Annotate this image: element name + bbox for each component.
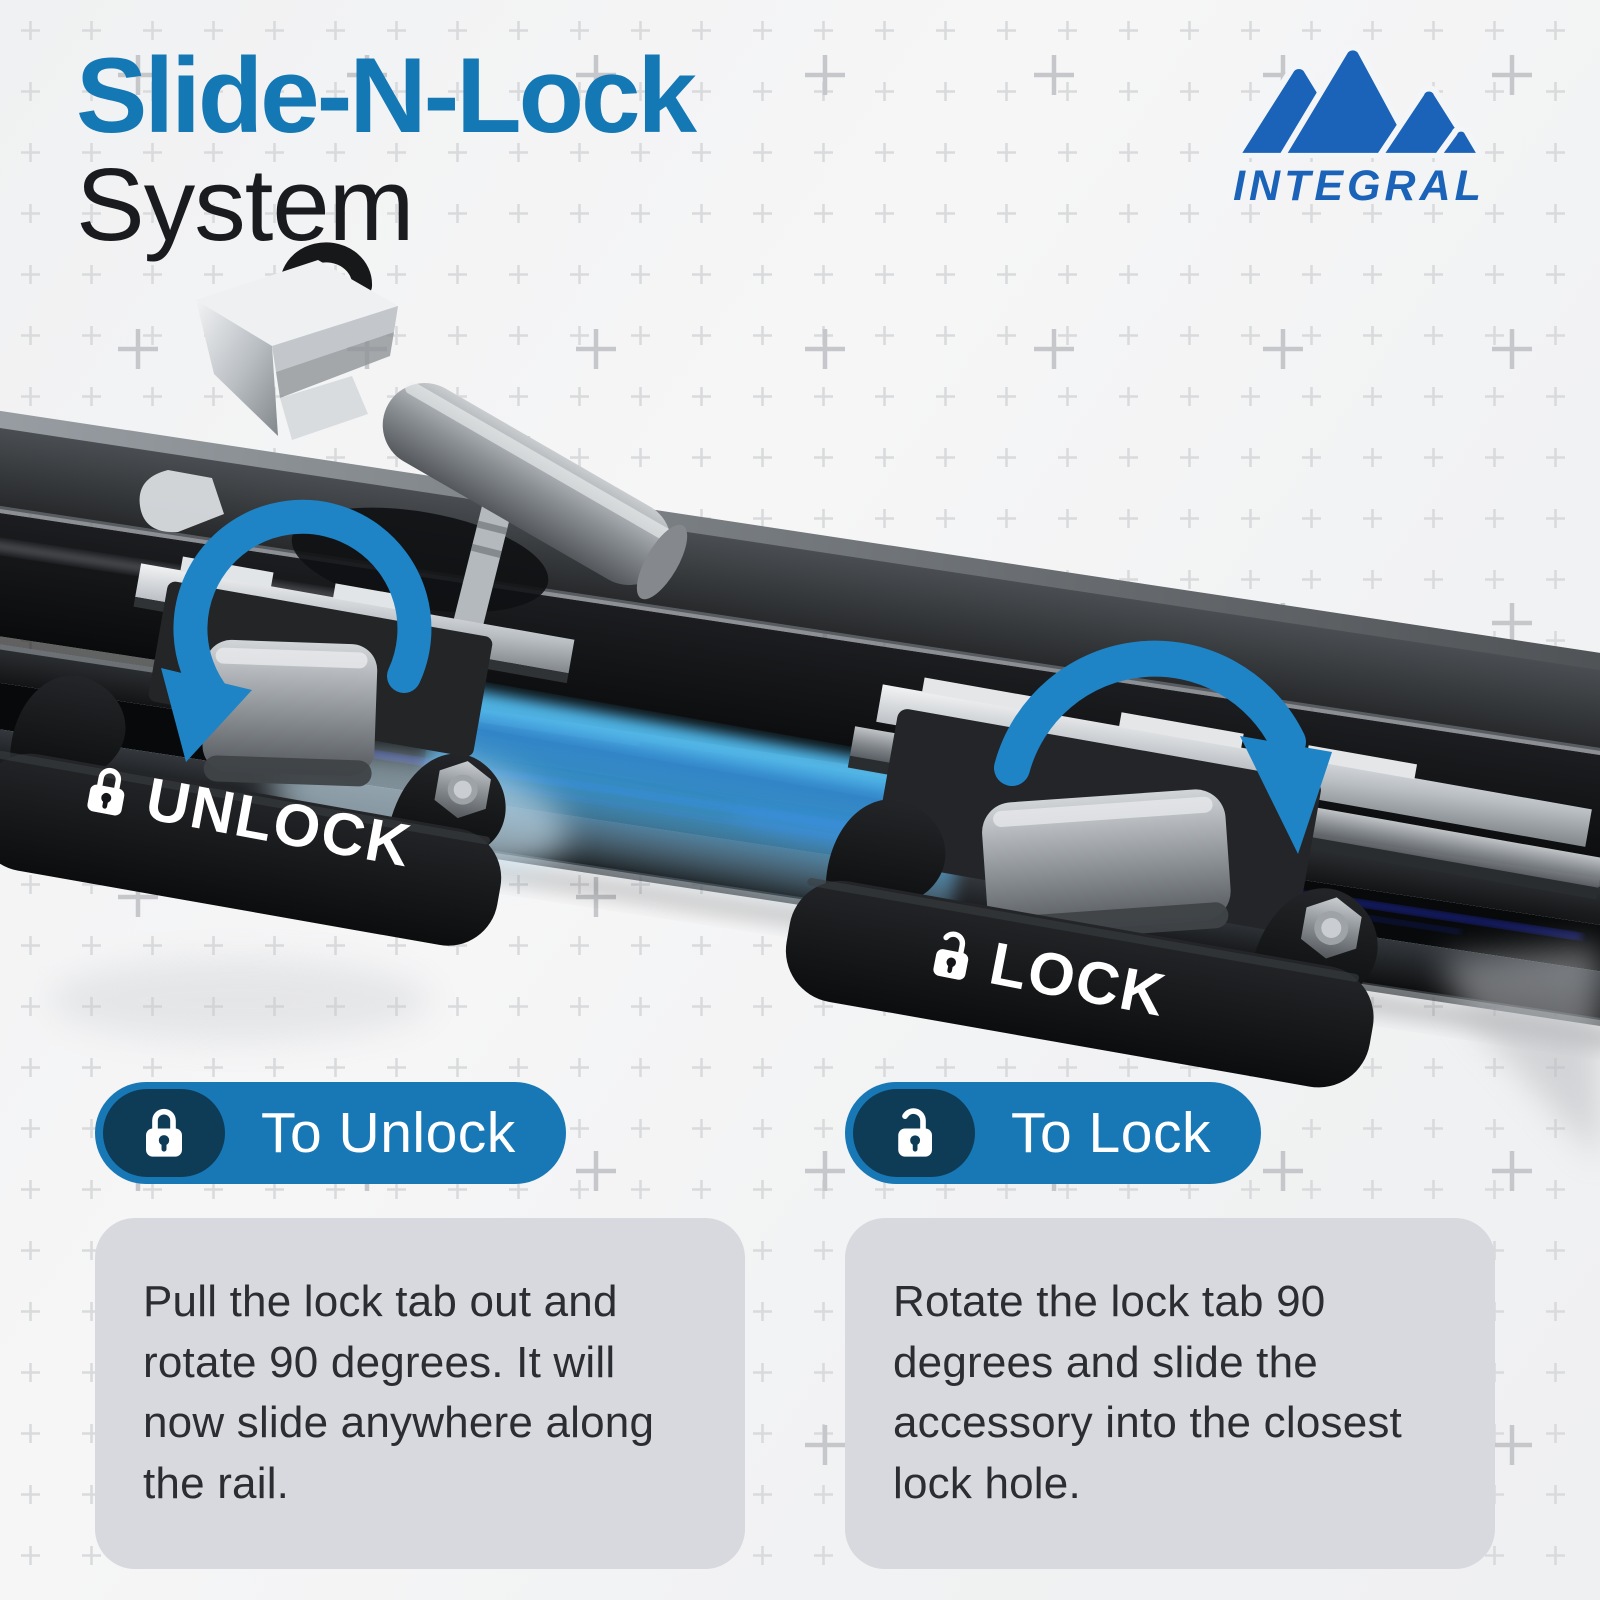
to-unlock-heading-pill: To Unlock xyxy=(95,1082,566,1184)
closed-padlock-icon xyxy=(87,767,125,815)
unlock-instruction-card: Pull the lock tab out and rotate 90 degr… xyxy=(95,1218,745,1569)
title-line-2: System xyxy=(76,147,414,263)
brand-name: INTEGRAL xyxy=(1233,162,1485,210)
counterclockwise-rotation-arrow xyxy=(161,499,432,762)
padlock-badge xyxy=(853,1089,975,1177)
brand-logo: INTEGRAL xyxy=(1194,44,1524,211)
to-lock-heading: To Lock xyxy=(1011,1101,1211,1165)
open-padlock-icon xyxy=(898,1108,932,1157)
steel-clamp xyxy=(139,242,688,641)
rail-shadow xyxy=(1440,945,1600,1160)
lock-tag: LOCK xyxy=(923,917,1172,1031)
hex-bolt xyxy=(1300,897,1362,959)
lock-clamp xyxy=(785,677,1600,1088)
lock-instruction-card: Rotate the lock tab 90 degrees and slide… xyxy=(845,1218,1495,1569)
title-line-1: Slide-N-Lock xyxy=(76,35,697,155)
to-unlock-heading: To Unlock xyxy=(261,1101,516,1165)
open-padlock-icon xyxy=(933,931,969,980)
unlock-tag: UNLOCK xyxy=(80,753,418,881)
page-title: Slide-N-Lock System xyxy=(76,35,697,263)
to-lock-heading-pill: To Lock xyxy=(845,1082,1261,1184)
mountain-peaks-icon xyxy=(1233,44,1485,158)
padlock-badge xyxy=(103,1089,225,1177)
lock-instruction-section: To Lock Rotate the lock tab 90 degrees a… xyxy=(845,1082,1495,1569)
closed-padlock-icon xyxy=(146,1108,182,1157)
unlock-instruction-section: To Unlock Pull the lock tab out and rota… xyxy=(95,1082,745,1569)
hex-bolt xyxy=(434,761,491,819)
clockwise-rotation-arrow xyxy=(994,640,1332,854)
